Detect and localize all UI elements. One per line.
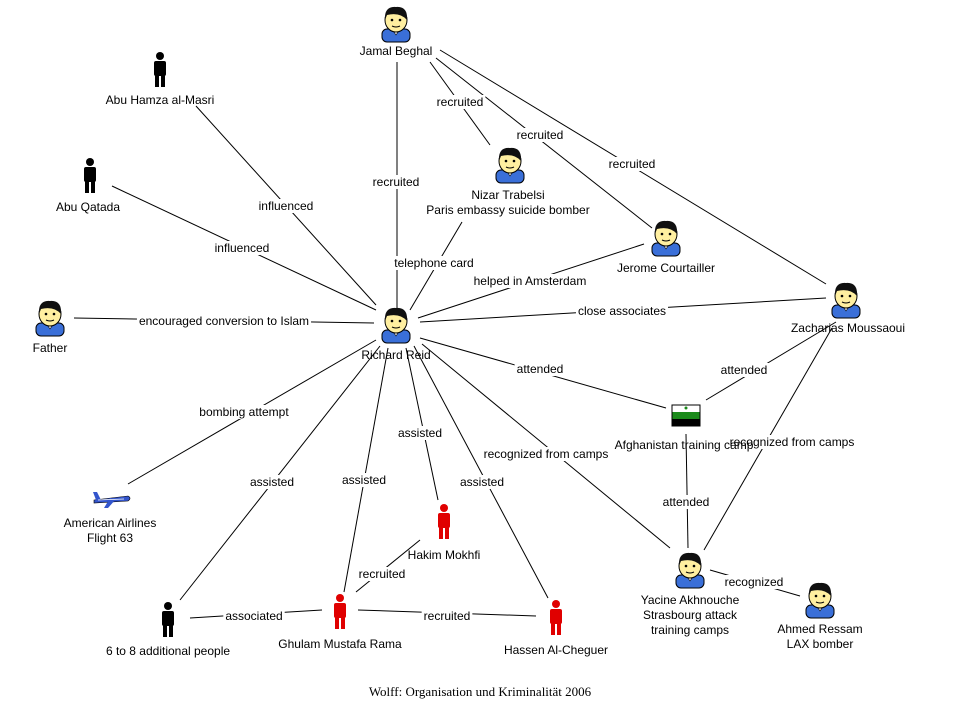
edge-richard-yacine xyxy=(421,343,671,549)
person-black-icon xyxy=(84,158,96,193)
edge-label-abuhamza-richard: influenced xyxy=(259,199,314,213)
edge-label-jerome-richard: helped in Amsterdam xyxy=(474,274,587,288)
edge-label-richard-ghulam: assisted xyxy=(342,473,386,487)
edge-label-jamal-richard: recruited xyxy=(373,175,420,189)
edge-label-richard-additional: assisted xyxy=(250,475,294,489)
edge-richard-hakim xyxy=(405,347,439,501)
node-abuhamza[interactable]: Abu Hamza al-Masri xyxy=(106,52,215,107)
edge-label-richard-aa63: bombing attempt xyxy=(199,405,289,419)
node-label: Yacine Akhnouche xyxy=(641,593,740,607)
node-label: Nizar Trabelsi xyxy=(471,188,544,202)
node-richard[interactable]: Richard Reid xyxy=(361,307,431,362)
edge-label-ghulam-hakim: recruited xyxy=(359,567,406,581)
person-red-icon xyxy=(438,504,450,539)
node-label: Paris embassy suicide bomber xyxy=(426,203,589,217)
node-label: Jerome Courtailler xyxy=(617,261,715,275)
edge-jamal-jerome xyxy=(435,57,653,229)
edge-label-additional-ghulam: associated xyxy=(225,609,282,623)
edge-label-richard-yacine: recognized from camps xyxy=(484,447,609,461)
node-label: LAX bomber xyxy=(787,637,854,651)
node-label: Ahmed Ressam xyxy=(777,622,862,636)
edge-afghan-yacine xyxy=(685,433,689,549)
edge-label-richard-afghan: attended xyxy=(517,362,564,376)
face-icon xyxy=(831,282,861,319)
edge-richard-additional xyxy=(179,345,381,601)
node-hakim[interactable]: Hakim Mokhfi xyxy=(408,504,481,562)
edge-label-jamal-zacharias: recruited xyxy=(609,157,656,171)
edge-label-zacharias-afghan: attended xyxy=(721,363,768,377)
edge-label-jamal-jerome: recruited xyxy=(517,128,564,142)
node-label: Zacharias Moussaoui xyxy=(791,321,905,335)
node-father[interactable]: Father xyxy=(33,300,68,355)
face-icon xyxy=(381,307,411,344)
person-black-icon xyxy=(154,52,166,87)
person-black-icon xyxy=(162,602,174,637)
flag-icon xyxy=(671,404,701,427)
edge-label-zacharias-richard: close associates xyxy=(578,304,666,318)
edge-label-abuqatada-richard: influenced xyxy=(215,241,270,255)
edge-richard-hassen xyxy=(413,345,549,599)
edge-label-afghan-yacine: attended xyxy=(663,495,710,509)
face-icon xyxy=(805,582,835,619)
edge-label-yacine-ahmed: recognized xyxy=(725,575,784,589)
node-zacharias[interactable]: Zacharias Moussaoui xyxy=(791,282,905,335)
node-jamal[interactable]: Jamal Beghal xyxy=(360,6,433,58)
node-label: Hakim Mokhfi xyxy=(408,548,481,562)
edge-label-jamal-nizar: recruited xyxy=(437,95,484,109)
footer-caption: Wolff: Organisation und Kriminalität 200… xyxy=(368,684,592,699)
edge-ghulam-hakim xyxy=(355,539,421,593)
node-additional[interactable]: 6 to 8 additional people xyxy=(106,602,230,658)
node-label: Abu Qatada xyxy=(56,200,120,214)
person-red-icon xyxy=(550,600,562,635)
face-icon xyxy=(35,300,65,337)
edge-label-father-richard: encouraged conversion to Islam xyxy=(139,314,309,328)
edge-label-ghulam-hassen: recruited xyxy=(424,609,471,623)
edge-zacharias-afghan xyxy=(705,321,837,401)
node-label: training camps xyxy=(651,623,729,637)
edge-label-richard-hassen: assisted xyxy=(460,475,504,489)
face-icon xyxy=(495,147,525,184)
edge-label-zacharias-yacine: recognized from camps xyxy=(730,435,855,449)
plane-icon xyxy=(93,492,131,508)
edge-label-richard-hakim: assisted xyxy=(398,426,442,440)
face-icon xyxy=(651,220,681,257)
node-label: American Airlines xyxy=(64,516,157,530)
edge-label-nizar-richard: telephone card xyxy=(394,256,473,270)
face-icon xyxy=(675,552,705,589)
node-label: Afghanistan training camp xyxy=(615,438,754,452)
node-abuqatada[interactable]: Abu Qatada xyxy=(56,158,120,214)
node-label: Flight 63 xyxy=(87,531,133,545)
node-label: Ghulam Mustafa Rama xyxy=(278,637,402,651)
face-icon xyxy=(381,6,411,43)
node-label: Jamal Beghal xyxy=(360,44,433,58)
node-label: Hassen Al-Cheguer xyxy=(504,643,608,657)
person-red-icon xyxy=(334,594,346,629)
node-label: Strasbourg attack xyxy=(643,608,738,622)
node-label: 6 to 8 additional people xyxy=(106,644,230,658)
edge-richard-ghulam xyxy=(343,347,389,593)
node-hassen[interactable]: Hassen Al-Cheguer xyxy=(504,600,608,657)
node-label: Father xyxy=(33,341,68,355)
node-jerome[interactable]: Jerome Courtailler xyxy=(617,220,715,275)
node-label: Richard Reid xyxy=(361,348,430,362)
node-ghulam[interactable]: Ghulam Mustafa Rama xyxy=(278,594,402,651)
node-afghan[interactable]: Afghanistan training camp xyxy=(615,404,754,452)
node-label: Abu Hamza al-Masri xyxy=(106,93,215,107)
